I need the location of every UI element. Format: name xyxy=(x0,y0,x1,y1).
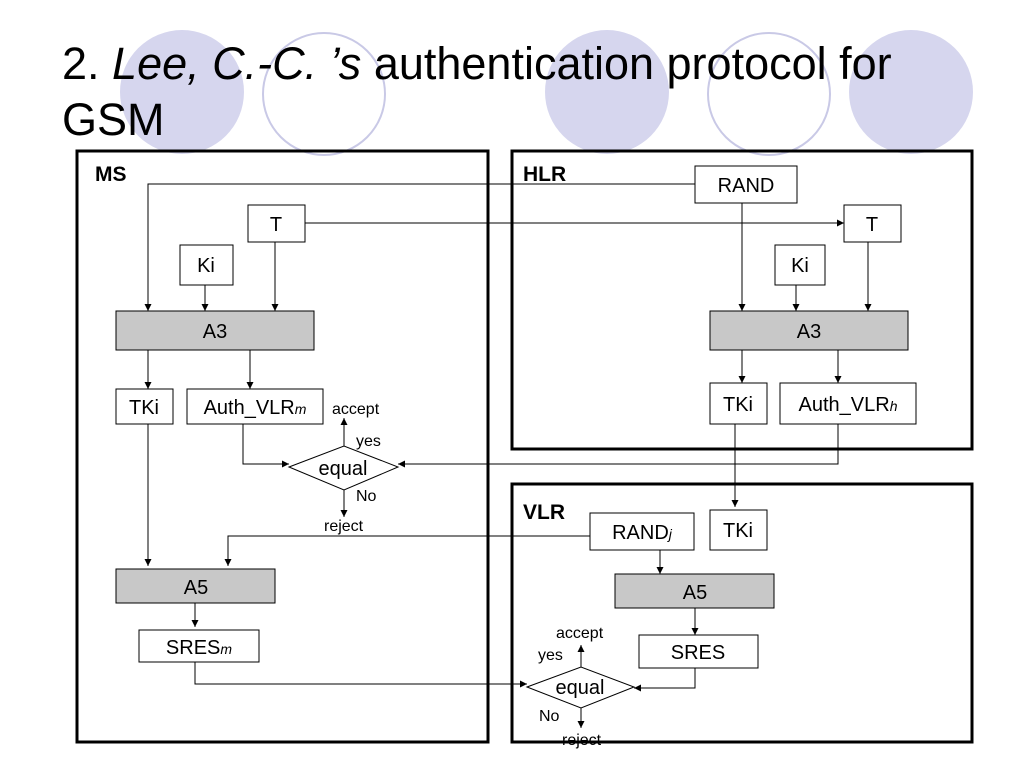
ms-sres-text: SRESm xyxy=(166,637,232,659)
vlr-a5-text: A5 xyxy=(683,582,707,604)
hlr-auth-vlr-base: Auth_VLR xyxy=(799,394,890,416)
vlr-no-text: No xyxy=(539,708,560,725)
hlr-panel xyxy=(510,149,974,451)
vlr-panel xyxy=(510,482,974,744)
vlr-equal-text: equal xyxy=(556,677,605,699)
decorative-circle xyxy=(262,32,386,156)
ms-t-box xyxy=(247,204,306,243)
hlr-rand-text: RAND xyxy=(718,175,775,197)
vlr-rand-base: RAND xyxy=(612,522,669,544)
vlr-rand-text: RANDj xyxy=(612,522,673,544)
hlr-ki-box xyxy=(774,244,826,286)
ms-a5-text: A5 xyxy=(184,577,208,599)
hlr-tki-box xyxy=(709,382,768,425)
hlr-ki-text: Ki xyxy=(791,255,809,277)
hlr-rand-box xyxy=(694,165,798,204)
ms-a3-text: A3 xyxy=(203,321,227,343)
vlr-tki-text: TKi xyxy=(723,520,753,542)
vlr-a5-box xyxy=(614,573,775,609)
ms-sres-base: SRES xyxy=(166,637,220,659)
vlr-tki-box xyxy=(709,509,768,551)
decorative-circle xyxy=(849,30,973,154)
vlr-reject-text: reject xyxy=(562,732,602,749)
vlr-label: VLR xyxy=(523,501,565,524)
ms-sres-box xyxy=(138,629,260,663)
hlr-tki-text: TKi xyxy=(723,394,753,416)
ms-a5-box xyxy=(115,568,276,604)
ms-panel xyxy=(75,149,490,744)
ms-tki-text: TKi xyxy=(129,397,159,419)
ms-no-text: No xyxy=(356,488,377,505)
vlr-sres-text: SRES xyxy=(671,642,725,664)
ms-equal-diamond xyxy=(287,445,400,491)
hlr-auth-vlr-sub: h xyxy=(890,398,898,414)
hlr-a3-text: A3 xyxy=(797,321,821,343)
hlr-auth-vlr-box xyxy=(779,382,917,425)
hlr-t-box xyxy=(843,204,902,243)
vlr-yes-text: yes xyxy=(538,647,563,664)
slide-title: 2. Lee, C.-C. ’s authentication protocol… xyxy=(62,36,1002,148)
ms-a3-box xyxy=(115,310,315,351)
ms-yes-text: yes xyxy=(356,433,381,450)
ms-t-text: T xyxy=(270,214,282,236)
ms-auth-vlr-base: Auth_VLR xyxy=(204,397,295,419)
decorative-circle xyxy=(707,32,831,156)
hlr-a3-box xyxy=(709,310,909,351)
ms-auth-vlr-text: Auth_VLRm xyxy=(204,397,307,419)
ms-ki-box xyxy=(179,244,234,286)
ms-label: MS xyxy=(95,163,127,186)
hlr-label: HLR xyxy=(523,163,566,186)
ms-reject-text: reject xyxy=(324,518,364,535)
ms-auth-vlr-box xyxy=(186,388,324,425)
ms-equal-text: equal xyxy=(319,458,368,480)
title-italic: Lee, C.-C. ’s xyxy=(112,38,362,89)
vlr-rand-sub: j xyxy=(667,526,673,542)
decorative-circle xyxy=(120,30,244,154)
ms-tki-box xyxy=(115,388,174,425)
ms-sres-sub: m xyxy=(220,641,232,657)
ms-accept-text: accept xyxy=(332,401,380,418)
title-prefix: 2. xyxy=(62,38,113,89)
hlr-t-text: T xyxy=(866,214,878,236)
hlr-auth-vlr-text: Auth_VLRh xyxy=(799,394,898,416)
vlr-rand-box xyxy=(589,512,695,551)
ms-auth-vlr-sub: m xyxy=(295,401,307,417)
vlr-equal-diamond xyxy=(525,666,636,709)
decorative-circle xyxy=(545,30,669,154)
vlr-accept-text: accept xyxy=(556,625,604,642)
ms-ki-text: Ki xyxy=(197,255,215,277)
vlr-sres-box xyxy=(638,634,759,669)
title-rest: authentication protocol for GSM xyxy=(62,38,892,145)
